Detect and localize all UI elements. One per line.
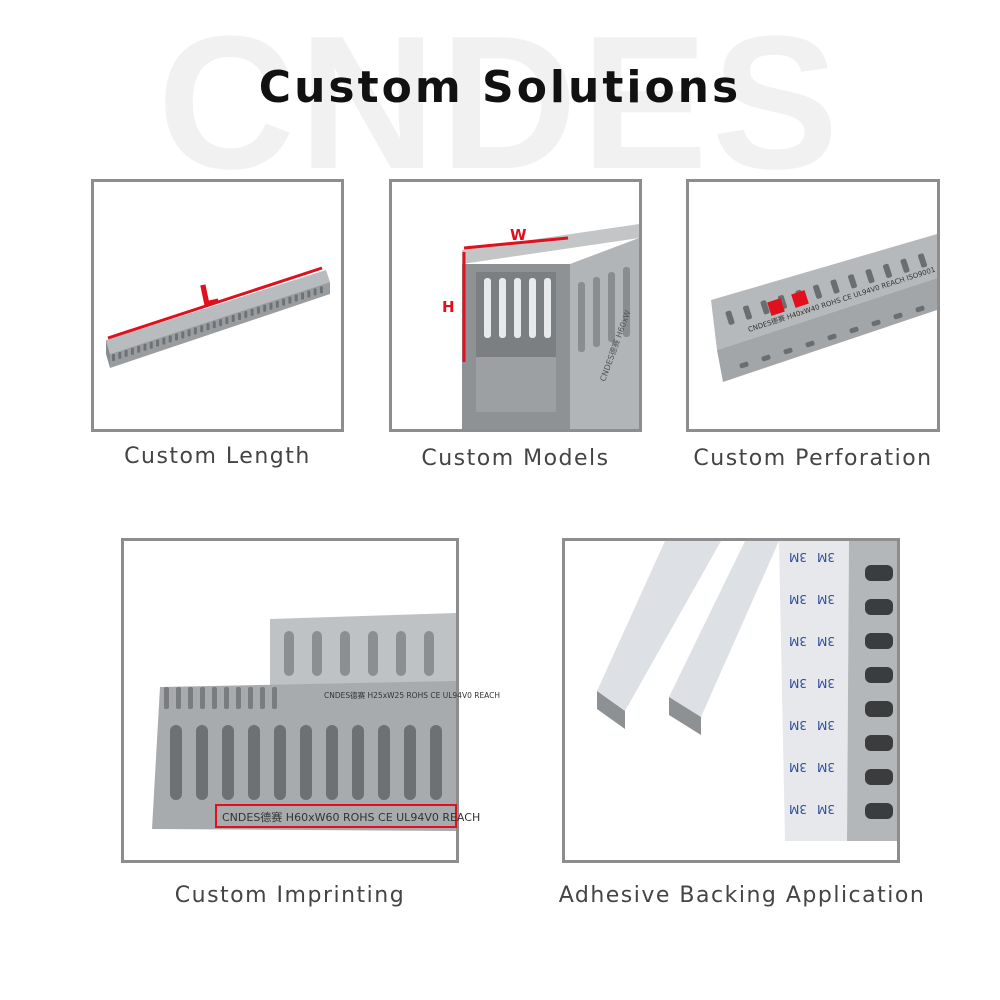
tape-logo-text: 3M	[817, 802, 835, 816]
custom-imprinting-illustration: CNDES德赛 H25xW25 ROHS CE UL94V0 REACH CND…	[152, 613, 500, 831]
imprint-small: CNDES德赛 H25xW25 ROHS CE UL94V0 REACH	[324, 690, 500, 700]
tape-logo-text: 3M	[789, 718, 807, 732]
adhesive-backing-card: 3M 3M 3M 3M 3M 3M 3M 3M 3M 3M 3M 3M 3M 3M	[562, 538, 900, 863]
tape-logo-text: 3M	[789, 592, 807, 606]
tape-logo-text: 3M	[817, 550, 835, 564]
custom-perforation-illustration: CNDES德赛 H40xW40 ROHS CE UL94V0 REACH ISO…	[711, 234, 937, 382]
tape-logo-text: 3M	[817, 718, 835, 732]
custom-perforation-caption: Custom Perforation	[693, 446, 933, 471]
tape-logo-text: 3M	[789, 802, 807, 816]
tape-logo-text: 3M	[789, 760, 807, 774]
adhesive-backing-caption: Adhesive Backing Application	[558, 883, 926, 908]
custom-imprinting-caption: Custom Imprinting	[174, 883, 406, 908]
width-marker: W	[510, 226, 527, 244]
custom-imprinting-card: CNDES德赛 H25xW25 ROHS CE UL94V0 REACH CND…	[121, 538, 500, 863]
brand-watermark: CNDES	[157, 0, 843, 209]
custom-length-illustration: L	[106, 266, 330, 368]
tape-logo-text: 3M	[789, 550, 807, 564]
page-title: Custom Solutions	[258, 62, 742, 113]
tape-logo-text: 3M	[817, 760, 835, 774]
custom-perforation-card: CNDES德赛 H40xW40 ROHS CE UL94V0 REACH ISO…	[686, 179, 940, 432]
custom-models-card: W H CNDES德赛 H60xW	[389, 179, 642, 432]
adhesive-backing-illustration: 3M 3M 3M 3M 3M 3M 3M 3M 3M 3M 3M 3M 3M 3M	[597, 541, 897, 841]
tape-logo-text: 3M	[817, 676, 835, 690]
tape-logo-text: 3M	[817, 592, 835, 606]
tape-logo-text: 3M	[817, 634, 835, 648]
tape-logo-text: 3M	[789, 634, 807, 648]
height-marker: H	[442, 298, 455, 316]
custom-models-illustration: W H CNDES德赛 H60xW	[442, 224, 639, 429]
custom-length-caption: Custom Length	[124, 444, 311, 469]
tape-logo-text: 3M	[789, 676, 807, 690]
custom-length-card: L	[91, 179, 344, 432]
imprint-large: CNDES德赛 H60xW60 ROHS CE UL94V0 REACH	[222, 810, 480, 824]
custom-models-caption: Custom Models	[421, 446, 610, 471]
